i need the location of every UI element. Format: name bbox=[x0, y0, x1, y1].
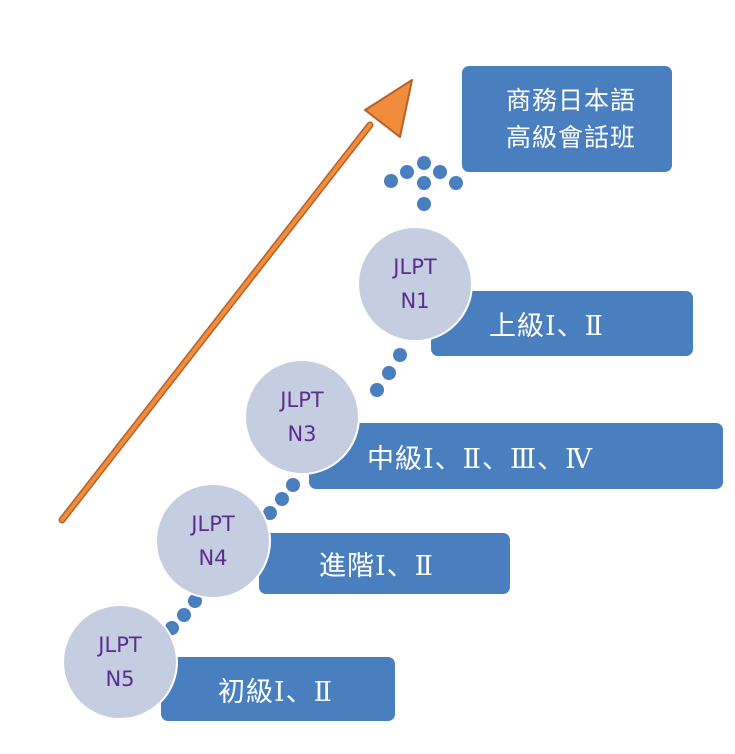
connector-dot bbox=[417, 156, 431, 170]
jlpt-label: JLPT bbox=[191, 512, 235, 536]
connector-dot bbox=[263, 506, 277, 520]
connector-dot bbox=[384, 174, 398, 188]
jlpt-label: JLPT bbox=[98, 633, 142, 657]
connector-dot bbox=[382, 366, 396, 380]
course-box-intermediate-prep: 進階Ⅰ、Ⅱ bbox=[259, 533, 510, 594]
connector-dot bbox=[433, 165, 447, 179]
connector-dot bbox=[275, 492, 289, 506]
jlpt-circle-n3: JLPT N3 bbox=[244, 359, 360, 475]
jlpt-level: N3 bbox=[287, 422, 317, 446]
goal-line-2: 高級會話班 bbox=[506, 123, 637, 152]
connector-dot bbox=[417, 197, 431, 211]
jlpt-label: JLPT bbox=[393, 255, 437, 279]
jlpt-level: N5 bbox=[105, 667, 135, 691]
jlpt-circle-n5: JLPT N5 bbox=[62, 604, 178, 720]
connector-dot bbox=[400, 165, 414, 179]
jlpt-level: N4 bbox=[198, 546, 228, 570]
connector-dot bbox=[188, 594, 202, 608]
connector-dot bbox=[286, 478, 300, 492]
jlpt-circle-n1: JLPT N1 bbox=[357, 226, 473, 342]
jlpt-level: N1 bbox=[400, 289, 430, 313]
jlpt-label: JLPT bbox=[280, 388, 324, 412]
jlpt-circle-n4: JLPT N4 bbox=[155, 483, 271, 599]
course-label: 進階Ⅰ、Ⅱ bbox=[319, 551, 435, 582]
course-box-beginner: 初級Ⅰ、Ⅱ bbox=[161, 657, 395, 721]
course-label: 初級Ⅰ、Ⅱ bbox=[218, 676, 334, 708]
course-box-advanced: 上級Ⅰ、Ⅱ bbox=[431, 291, 693, 356]
course-box-intermediate: 中級Ⅰ、Ⅱ、Ⅲ、Ⅳ bbox=[309, 423, 723, 489]
goal-course-box: 商務日本語 高級會話班 bbox=[462, 66, 672, 172]
connector-dot bbox=[177, 608, 191, 622]
connector-dot bbox=[417, 176, 431, 190]
connector-dot bbox=[393, 348, 407, 362]
goal-line-1: 商務日本語 bbox=[506, 86, 637, 115]
connector-dot bbox=[449, 176, 463, 190]
connector-dot bbox=[370, 383, 384, 397]
course-label: 中級Ⅰ、Ⅱ、Ⅲ、Ⅳ bbox=[367, 443, 594, 475]
course-label: 上級Ⅰ、Ⅱ bbox=[489, 311, 605, 342]
